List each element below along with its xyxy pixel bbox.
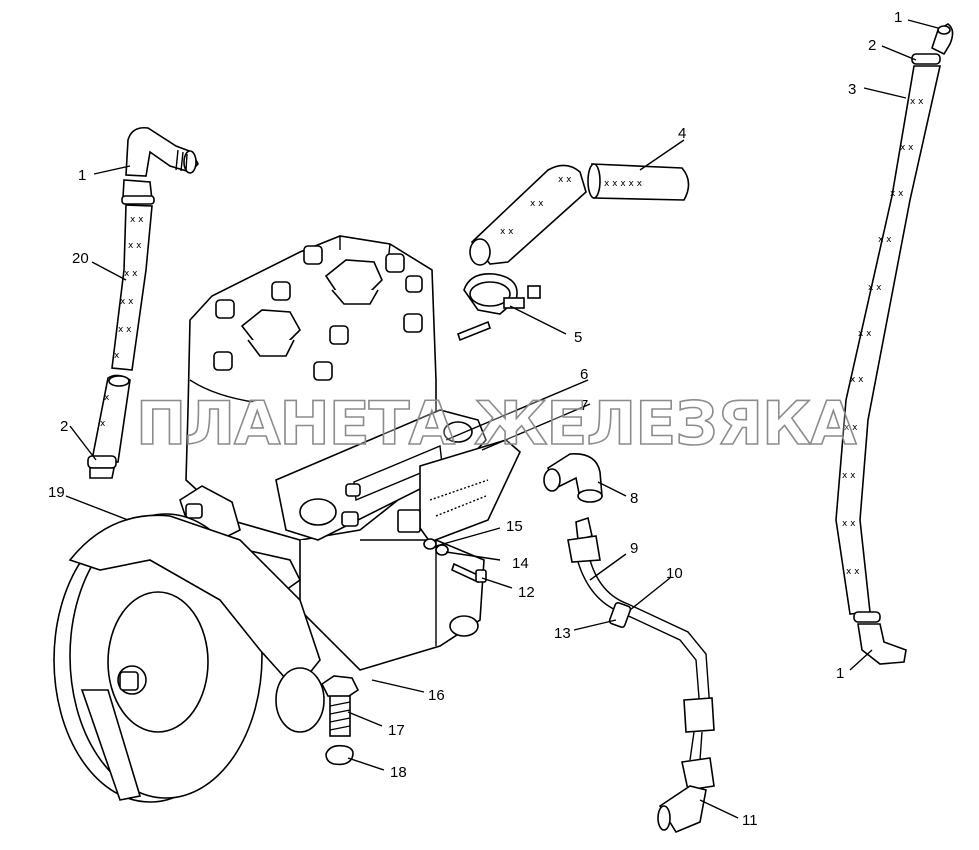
svg-text:x: x (104, 393, 110, 403)
left-hose-assembly (87, 126, 199, 479)
top-hose-assembly (457, 163, 690, 342)
callout-3: 3 (848, 81, 856, 98)
callout-10: 10 (666, 565, 683, 582)
leader-lines (65, 19, 939, 819)
svg-text:x x: x x (128, 241, 142, 251)
callout-8: 8 (630, 490, 638, 507)
svg-text:x x: x x (842, 471, 856, 481)
svg-text:x x: x x (500, 227, 514, 237)
callout-6: 6 (580, 366, 588, 383)
svg-text:x x: x x (124, 269, 138, 279)
tube-assembly (567, 516, 715, 834)
elbow-fitting (543, 453, 603, 503)
callout-1-top-right: 1 (894, 9, 902, 26)
svg-text:x: x (100, 419, 106, 429)
pulley-and-belt (53, 513, 325, 803)
svg-text:x: x (114, 351, 120, 361)
callout-5: 5 (574, 329, 582, 346)
svg-text:x x: x x (878, 235, 892, 245)
manifold-flange (275, 409, 521, 543)
svg-text:x x: x x (844, 423, 858, 433)
svg-text:x x: x x (530, 199, 544, 209)
callout-12: 12 (518, 584, 535, 601)
svg-text:x x: x x (868, 283, 882, 293)
callout-11: 11 (742, 812, 758, 829)
callout-16: 16 (428, 687, 445, 704)
svg-text:x x: x x (130, 215, 144, 225)
callout-19: 19 (48, 484, 65, 501)
bolt-and-washer (320, 675, 360, 766)
small-fasteners (423, 538, 487, 584)
callout-15: 15 (506, 518, 523, 535)
head-bolts (213, 245, 423, 381)
callout-2-right: 2 (868, 37, 876, 54)
svg-text:x x: x x (858, 329, 872, 339)
watermark-text: ПЛАНЕТА ЖЕЛЕЗЯКА (136, 389, 857, 459)
compressor-body (179, 380, 485, 671)
callout-9: 9 (630, 540, 638, 557)
callout-1-bottom-right: 1 (836, 665, 844, 682)
right-hose-assembly (835, 23, 954, 665)
svg-text:x x: x x (910, 97, 924, 107)
callout-14: 14 (512, 555, 529, 572)
callout-1: 1 (78, 167, 86, 184)
hose-texture: x x x x x x x x x x x x x x x x x x x x … (100, 97, 924, 577)
svg-text:x x: x x (850, 375, 864, 385)
svg-text:x x: x x (558, 175, 572, 185)
callout-labels: 1 20 2 19 4 5 6 7 8 15 14 12 9 10 13 16 … (48, 9, 902, 829)
callout-20: 20 (72, 250, 89, 267)
svg-text:x x x x x: x x x x x (604, 179, 643, 189)
svg-text:x x: x x (846, 567, 860, 577)
callout-2: 2 (60, 418, 68, 435)
callout-13: 13 (554, 625, 571, 642)
svg-text:x x: x x (120, 297, 134, 307)
svg-text:x x: x x (900, 143, 914, 153)
svg-text:x x: x x (118, 325, 132, 335)
callout-18: 18 (390, 764, 407, 781)
callout-7: 7 (580, 397, 588, 414)
svg-text:x x: x x (842, 519, 856, 529)
callout-4: 4 (678, 125, 686, 142)
svg-text:x x: x x (890, 189, 904, 199)
callout-17: 17 (388, 722, 405, 739)
